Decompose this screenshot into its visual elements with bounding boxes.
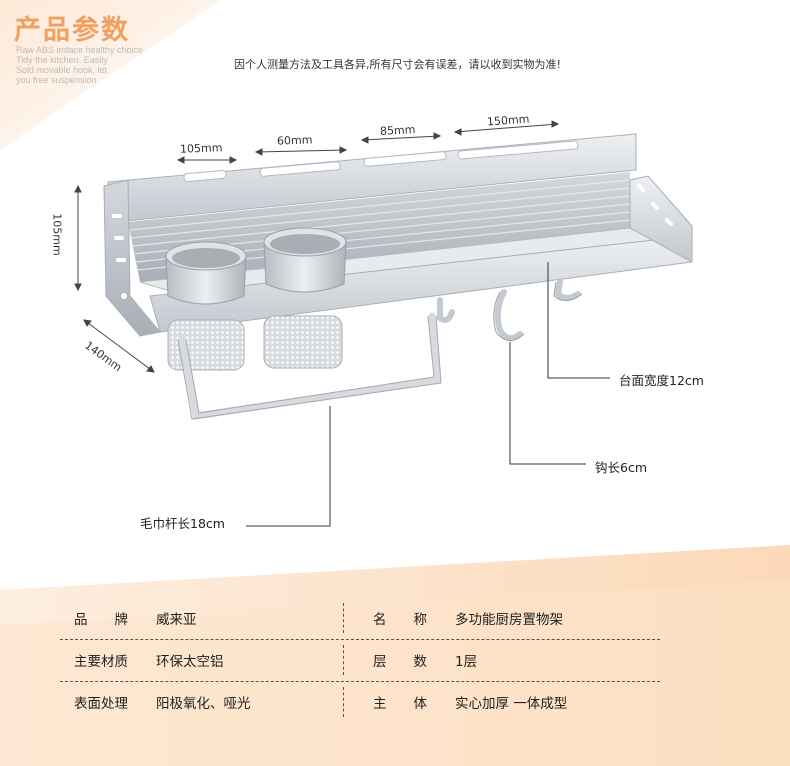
spec-label: 名 称 <box>373 612 427 628</box>
hook-length-callout: 钩长6cm <box>595 460 648 475</box>
subtitle-block: Raw ABS imface healthy choice Tidy the k… <box>16 45 143 85</box>
height-dimension: 105mm <box>50 213 64 256</box>
slot3-dimension: 85mm <box>379 123 416 138</box>
spec-label: 主要材质 <box>74 654 128 670</box>
specs-table: 品 牌 威来亚 名 称 多功能厨房置物架 主要材质 环保太空铝 层 数 1层 表面处理 阳… <box>60 598 660 723</box>
spec-value: 1层 <box>455 654 478 670</box>
shelf-width-callout: 台面宽度12cm <box>619 373 704 388</box>
spec-cell-left: 表面处理 阳极氧化、哑光 <box>74 692 251 712</box>
measurement-notice: 因个人测量方法及工具各异,所有尺寸会有误差，请以收到实物为准! <box>234 58 561 71</box>
subtitle-line: Sold movable hook, let <box>16 65 108 75</box>
spec-label: 层 数 <box>373 654 427 670</box>
spec-row: 品 牌 威来亚 名 称 多功能厨房置物架 <box>60 598 660 640</box>
spec-cell-right: 主 体 实心加厚 一体成型 <box>373 692 567 712</box>
spec-cell-right: 名 称 多功能厨房置物架 <box>373 608 563 628</box>
subtitle-line: Tidy the kitchen. Easily <box>16 55 108 65</box>
shelf-illustration <box>74 120 693 527</box>
spec-row: 主要材质 环保太空铝 层 数 1层 <box>60 640 660 682</box>
spec-divider <box>343 687 344 717</box>
spec-cell-left: 主要材质 环保太空铝 <box>74 650 224 670</box>
cup-right <box>263 227 347 369</box>
spec-label: 品 牌 <box>74 612 128 628</box>
spec-value: 多功能厨房置物架 <box>455 612 563 628</box>
towel-bar-callout: 毛巾杆长18cm <box>140 516 225 531</box>
spec-value: 环保太空铝 <box>156 654 224 670</box>
slot1-dimension: 105mm <box>179 141 223 156</box>
subtitle-line: Raw ABS imface healthy choice <box>16 45 144 55</box>
spec-cell-left: 品 牌 威来亚 <box>74 608 197 628</box>
spec-label: 表面处理 <box>74 696 128 712</box>
spec-cell-right: 层 数 1层 <box>373 650 477 670</box>
subtitle-line: you free suspension <box>16 75 97 85</box>
page-title: 产品参数 <box>14 15 130 46</box>
spec-divider <box>343 645 344 675</box>
spec-value: 阳极氧化、哑光 <box>156 696 251 712</box>
spec-label: 主 体 <box>373 696 427 712</box>
spec-row: 表面处理 阳极氧化、哑光 主 体 实心加厚 一体成型 <box>60 682 660 723</box>
spec-divider <box>343 603 344 633</box>
spec-value: 威来亚 <box>156 612 197 628</box>
slot2-dimension: 60mm <box>276 133 313 148</box>
spec-value: 实心加厚 一体成型 <box>455 696 568 712</box>
